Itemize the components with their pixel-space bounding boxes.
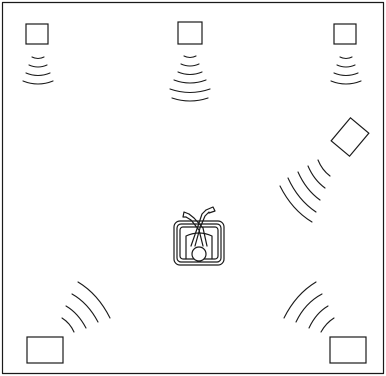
- speaker-icon: [26, 336, 64, 364]
- rear-left-speaker: [26, 281, 111, 364]
- speaker-icon: [177, 21, 203, 45]
- speaker-icon: [333, 23, 357, 45]
- sound-waves-icon: [330, 56, 362, 85]
- speaker-icon: [330, 116, 370, 158]
- sound-waves-icon: [169, 55, 211, 102]
- front-right-speaker: [330, 23, 362, 85]
- listener: [173, 206, 225, 266]
- sound-waves-icon: [283, 281, 335, 333]
- side-right-speaker: [279, 116, 370, 223]
- speaker-icon: [25, 23, 49, 45]
- front-left-speaker: [22, 23, 54, 85]
- listener-in-armchair-icon: [173, 206, 225, 266]
- sound-waves-icon: [279, 159, 331, 223]
- speaker-icon: [329, 336, 367, 364]
- sound-waves-icon: [22, 56, 54, 85]
- front-center-speaker: [169, 21, 211, 102]
- rear-right-speaker: [283, 281, 367, 364]
- sound-waves-icon: [61, 281, 111, 333]
